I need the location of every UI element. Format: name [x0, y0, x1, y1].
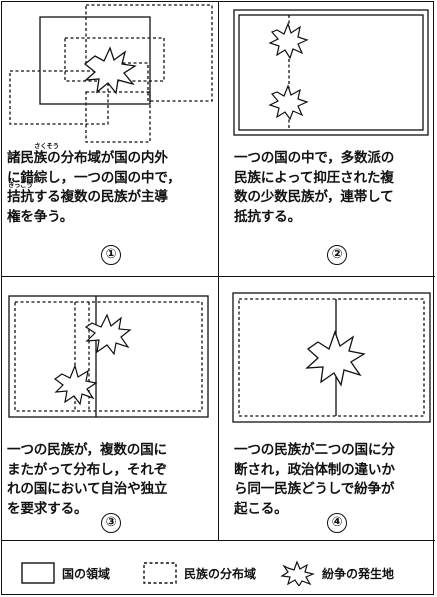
description-line: 権を争う。	[7, 208, 74, 225]
panel-4-number: ④	[327, 513, 347, 533]
legend-item-country: 国の領域	[20, 561, 110, 585]
description-line: 一つの民族が，複数の国に	[7, 442, 167, 458]
ethnic-region	[238, 298, 425, 417]
description-line: 断され，政治体制の違いか	[234, 461, 395, 478]
ethnic-region	[64, 37, 165, 82]
description-line: 抵抗する。	[234, 208, 301, 225]
conflict-burst	[268, 22, 309, 60]
description-line: 起こる。	[234, 500, 288, 517]
description-line: またがって分布し，それぞ	[7, 461, 168, 478]
panel-4-description: 一つの民族が二つの国に分 断され，政治体制の違いか ら同一民族どうしで紛争が 起…	[234, 441, 395, 519]
ethnic-region	[9, 70, 109, 125]
description-line: 一つの民族が二つの国に分	[234, 442, 395, 458]
description-line: を要求する。	[7, 500, 88, 517]
description-line: れの国において自治や独立	[7, 481, 168, 497]
panel-2-description: 一つの国の中で，多数派の 民族によって抑圧された複 数の少数民族が，連帯して 抵…	[234, 149, 394, 227]
country-region	[232, 292, 431, 423]
description-line: 拮抗する複数の民族が主導	[7, 189, 168, 205]
conflict-burst	[268, 84, 309, 121]
legend-label: 民族の分布域	[184, 566, 257, 581]
column-divider	[218, 1, 219, 541]
legend-label: 紛争の発生地	[322, 566, 395, 581]
description-line: ら同一民族どうしで紛争が	[234, 481, 395, 497]
conflict-burst	[53, 364, 98, 406]
country-region	[238, 14, 424, 131]
panel-1-description: 諸民族の分布域が国の内外 に錯綜し，一つの国の中で， 拮抗する複数の民族が主導 …	[7, 149, 181, 227]
country-region	[8, 295, 209, 418]
description-line: に錯綜し，一つの国の中で，	[7, 169, 181, 186]
panel-2-number: ②	[327, 245, 347, 265]
ethnic-region	[14, 301, 203, 412]
description-line: 一つの国の中で，多数派の	[234, 150, 395, 166]
dashed-box-icon	[143, 562, 177, 584]
ethnic-region	[85, 91, 151, 143]
legend-item-conflict: 紛争の発生地	[280, 560, 395, 586]
ruby-reading: きっこう	[8, 181, 33, 189]
panel-1-number: ①	[101, 245, 121, 265]
ruby-reading: さくそう	[34, 142, 59, 150]
legend-item-ethnic: 民族の分布域	[142, 561, 256, 585]
legend-label: 国の領域	[62, 566, 111, 581]
panel-3-number: ③	[101, 513, 121, 533]
country-region	[39, 16, 151, 105]
conflict-burst	[83, 46, 137, 95]
description-line: 数の少数民族が，連帯して	[234, 189, 394, 205]
legend: 国の領域 民族の分布域 紛争の発生地	[0, 553, 435, 595]
description-line: 民族によって抑圧された複	[234, 169, 394, 186]
country-region	[233, 9, 429, 136]
conflict-burst	[305, 330, 366, 387]
description-line: 諸民族の分布域が国の内外	[7, 150, 168, 166]
conflict-burst	[84, 313, 132, 356]
solid-box-icon	[21, 562, 55, 584]
burst-icon	[280, 560, 315, 586]
panel-3-description: 一つの民族が，複数の国に またがって分布し，それぞ れの国において自治や独立 を…	[7, 441, 168, 519]
